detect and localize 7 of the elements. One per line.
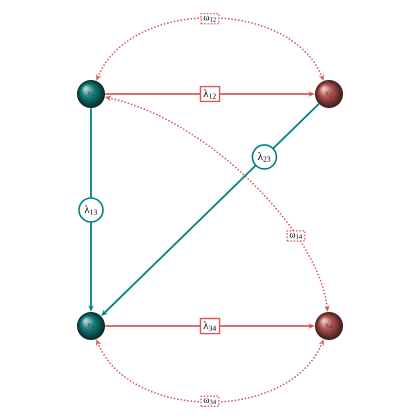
edge-label: ω$_{12}$ — [200, 13, 220, 24]
edge-label: ω$_{14}$ — [286, 230, 306, 242]
edge-label: λ$_{12}$ — [200, 86, 220, 102]
edge-label: λ$_{34}$ — [200, 318, 220, 334]
edge-label: ω$_{34}$ — [200, 396, 220, 408]
edge-label: λ$_{13}$ — [78, 197, 104, 223]
edge-label: λ$_{23}$ — [252, 144, 278, 170]
